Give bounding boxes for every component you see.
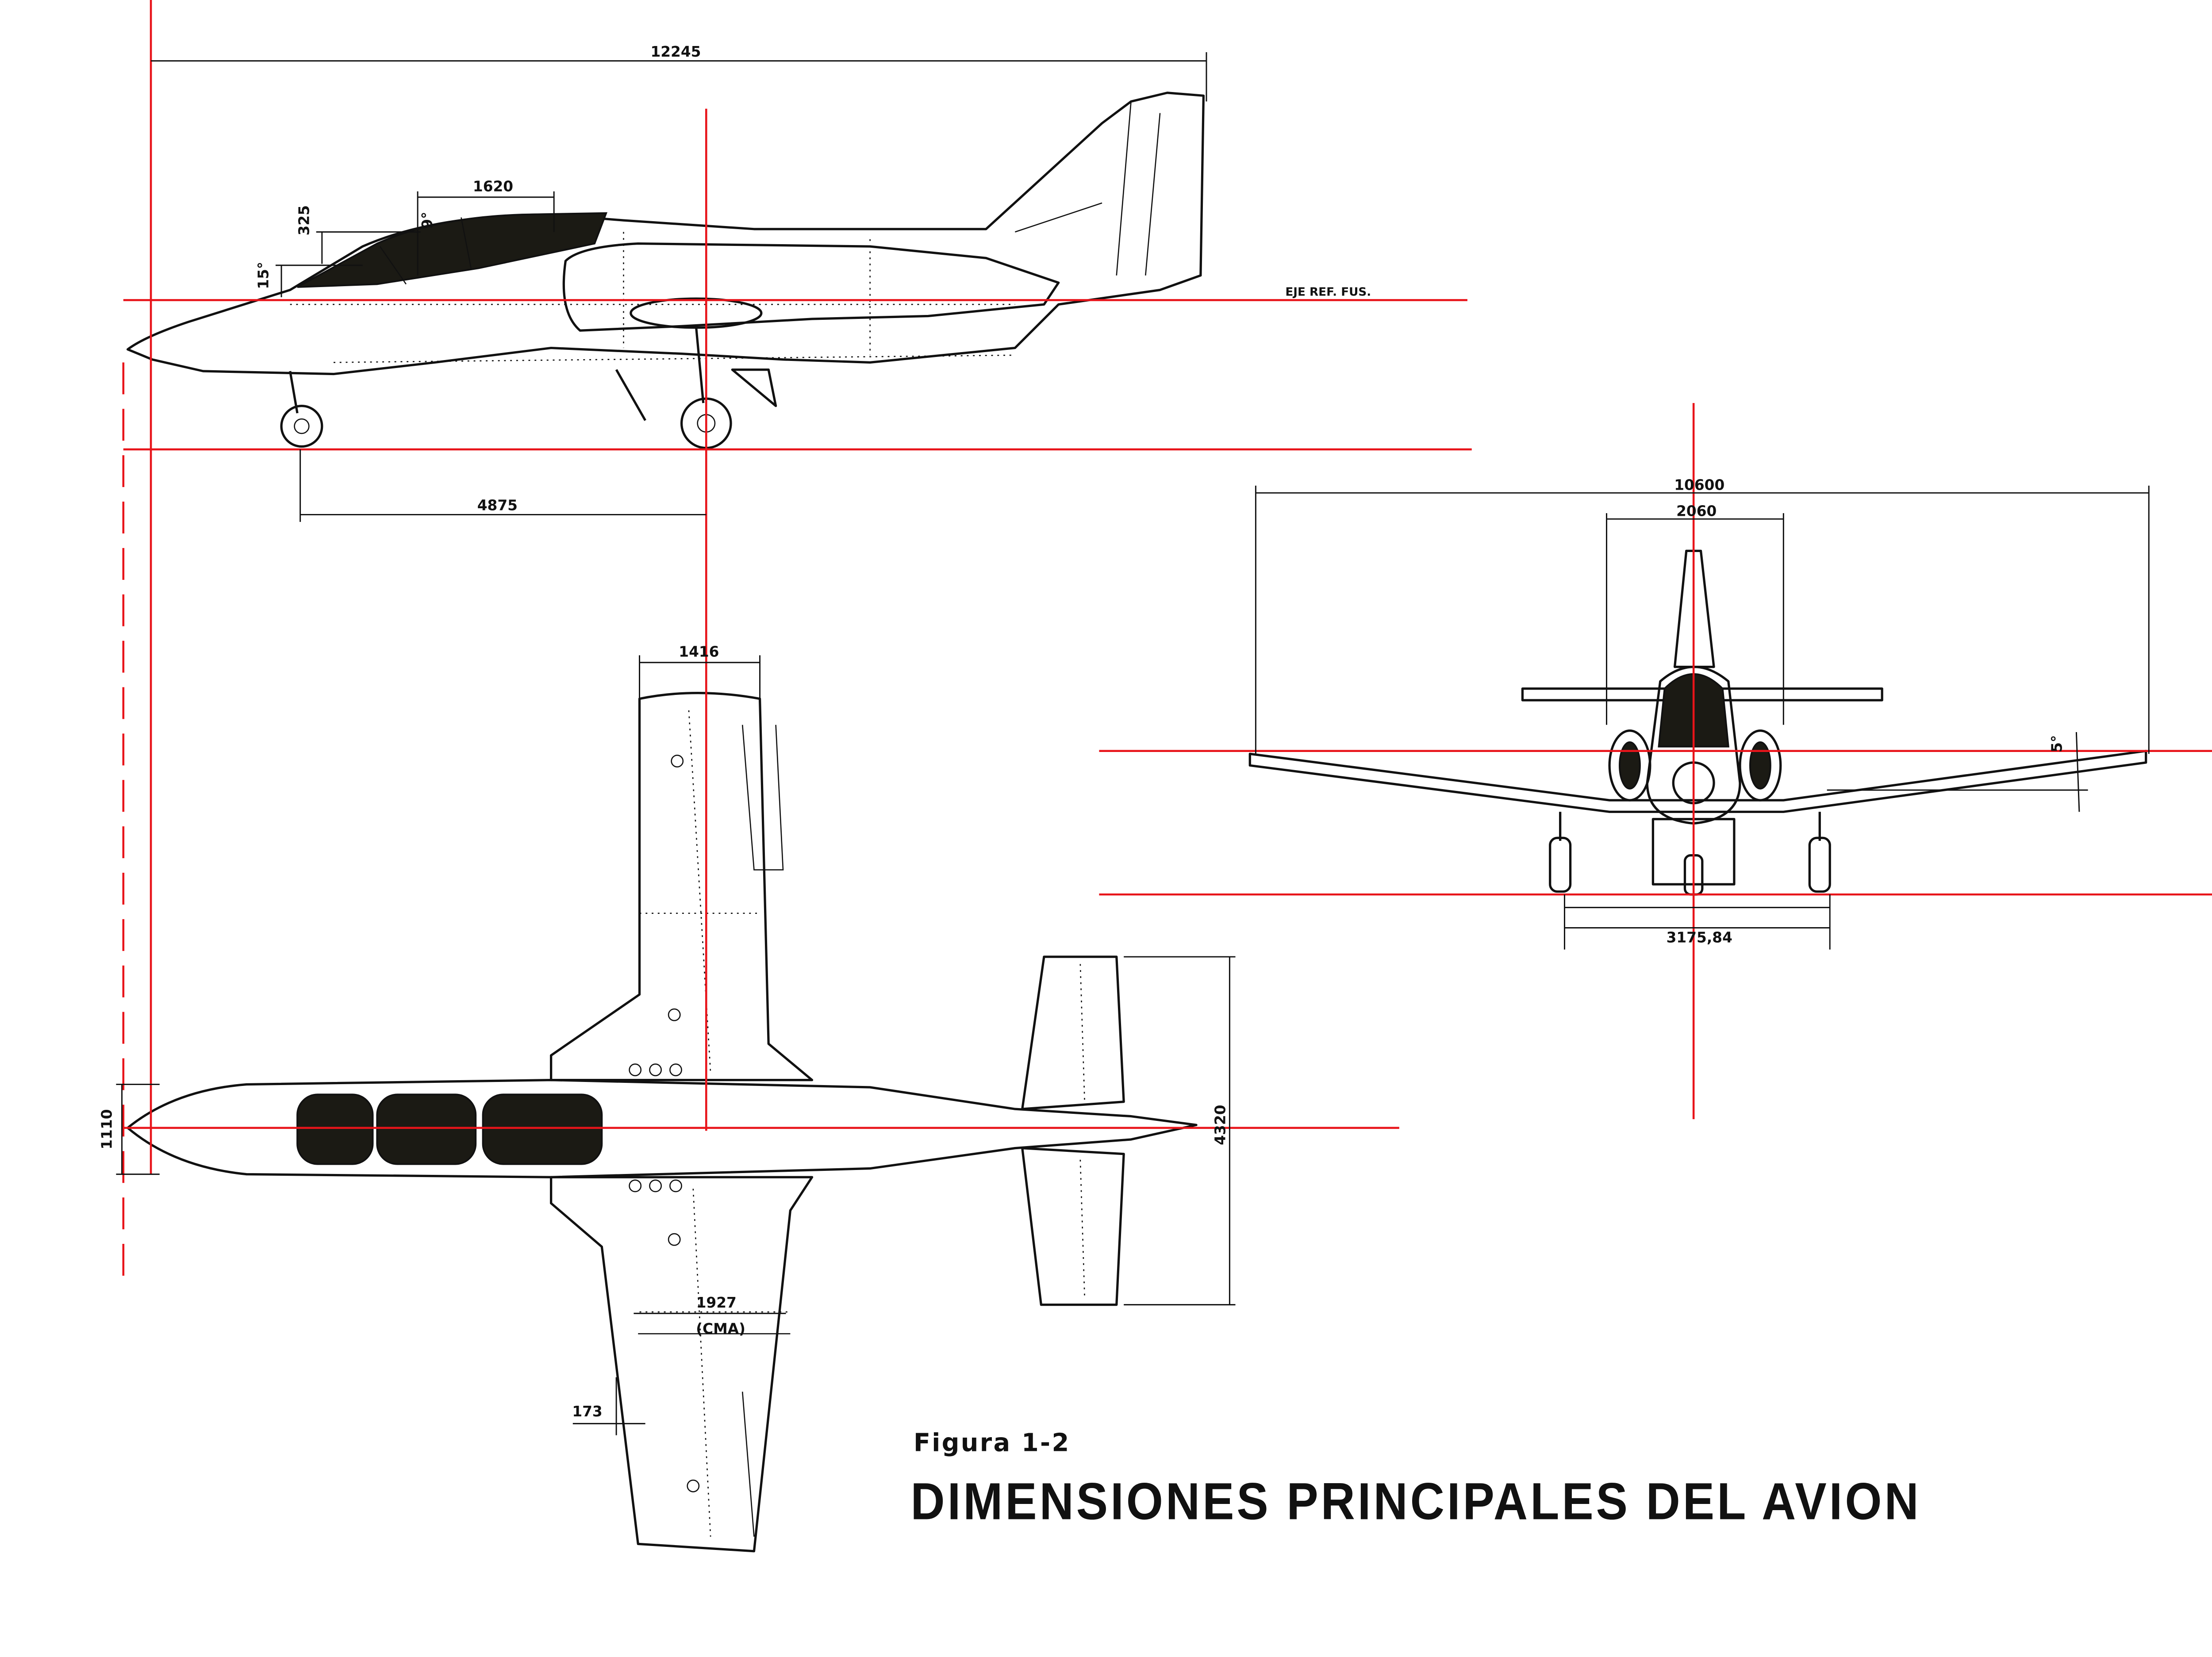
tip-chord-label: 1416 — [679, 644, 719, 660]
fuselage-width-label: 1110 — [99, 1109, 115, 1149]
top-wing-right — [549, 1176, 814, 1553]
top-wing-left — [549, 691, 814, 1082]
mac-label: 1927 — [696, 1294, 737, 1311]
canopy-height-label: 325 — [296, 205, 312, 235]
dimension-lines — [116, 52, 2150, 1435]
top-canopy — [296, 1093, 603, 1165]
side-view — [127, 92, 1205, 449]
windshield-angle-label: 15° — [255, 262, 272, 289]
top-fuselage — [127, 1078, 1198, 1178]
offset-label: 173 — [572, 1403, 602, 1420]
top-horizontal-tail — [1021, 955, 1125, 1110]
reference-axis-label: EJE REF. FUS. — [1285, 286, 1371, 299]
nose-gear — [280, 371, 323, 448]
reference-lines — [122, 0, 2212, 1276]
cma-label: (CMA) — [696, 1320, 745, 1337]
front-fin — [1673, 549, 1715, 668]
canopy-length-label: 1620 — [473, 178, 513, 195]
wingspan-label: 10600 — [1674, 477, 1724, 494]
side-canopy — [297, 212, 608, 288]
side-fuselage — [127, 92, 1205, 376]
top-view — [127, 691, 1198, 1553]
overall-length-label: 12245 — [650, 43, 701, 60]
canopy-angle-label: 9° — [419, 212, 436, 229]
side-engine-nacelle — [562, 242, 1060, 332]
front-wing — [1248, 750, 2147, 813]
tailplane-span-label: 2060 — [1676, 503, 1717, 520]
dimension-labels: 12245 1620 325 9° 15° EJE REF. FUS. 4875… — [99, 43, 2066, 1420]
figure-title: DIMENSIONES PRINCIPALES DEL AVION — [910, 1473, 1921, 1531]
front-tailplane — [1521, 687, 1883, 702]
track-label: 3175,84 — [1667, 929, 1732, 946]
front-view — [1248, 549, 2147, 896]
front-fuselage — [1646, 665, 1741, 825]
figure-number: Figura 1-2 — [914, 1429, 1071, 1458]
tail-span-label: 4320 — [1212, 1105, 1229, 1145]
main-gear — [615, 326, 777, 449]
figure-caption: Figura 1-2 DIMENSIONES PRINCIPALES DEL A… — [910, 1429, 1921, 1531]
wheelbase-label: 4875 — [477, 497, 518, 514]
dihedral-label: 5° — [2049, 735, 2066, 752]
